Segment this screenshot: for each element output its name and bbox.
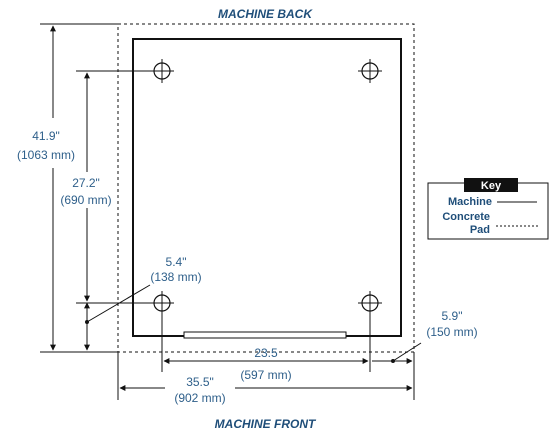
bolt-front-offset-metric: (138 mm) xyxy=(150,270,201,284)
anchor-bolt-crosshair-icon xyxy=(150,291,174,315)
anchor-bolt-crosshair-icon xyxy=(358,291,382,315)
key-concrete-label: Concrete xyxy=(442,211,490,223)
machine-outline xyxy=(132,38,402,337)
key-box xyxy=(427,182,549,240)
overall-depth-dimension xyxy=(40,23,118,353)
key-title: Key xyxy=(481,180,502,192)
machine-front-tab xyxy=(183,331,347,339)
bolt-depth-metric: (690 mm) xyxy=(60,193,111,207)
bolt-side-offset-metric: (150 mm) xyxy=(426,325,477,339)
bolt-width-metric: (597 mm) xyxy=(240,368,291,382)
bolt-depth-dimension xyxy=(76,70,150,304)
leader-dot xyxy=(391,359,395,363)
bolt-width-imperial: 23.5 xyxy=(254,346,278,360)
machine-front-label: MACHINE FRONT xyxy=(215,417,317,431)
bolt-width-dimension xyxy=(161,312,371,372)
machine-back-label: MACHINE BACK xyxy=(218,7,313,21)
key-header xyxy=(464,178,518,192)
overall-width-imperial: 35.5" xyxy=(186,375,214,389)
overall-depth-imperial: 41.9" xyxy=(32,129,60,143)
key-machine-label: Machine xyxy=(448,196,492,208)
label-mask xyxy=(165,377,235,403)
bolt-front-offset-dimension xyxy=(84,284,151,351)
key-pad-label: Pad xyxy=(470,224,490,236)
leader-dot xyxy=(85,320,89,324)
overall-depth-metric: (1063 mm) xyxy=(17,148,75,162)
anchor-bolt-crosshair-icon xyxy=(358,59,382,83)
anchor-bolt-crosshair-icon xyxy=(150,59,174,83)
key-legend: Key Machine Concrete Pad xyxy=(427,178,549,240)
bolt-side-offset-imperial: 5.9" xyxy=(442,309,463,323)
bolt-front-offset-imperial: 5.4" xyxy=(166,255,187,269)
bolt-depth-imperial: 27.2" xyxy=(72,176,100,190)
overall-width-metric: (902 mm) xyxy=(174,391,225,405)
